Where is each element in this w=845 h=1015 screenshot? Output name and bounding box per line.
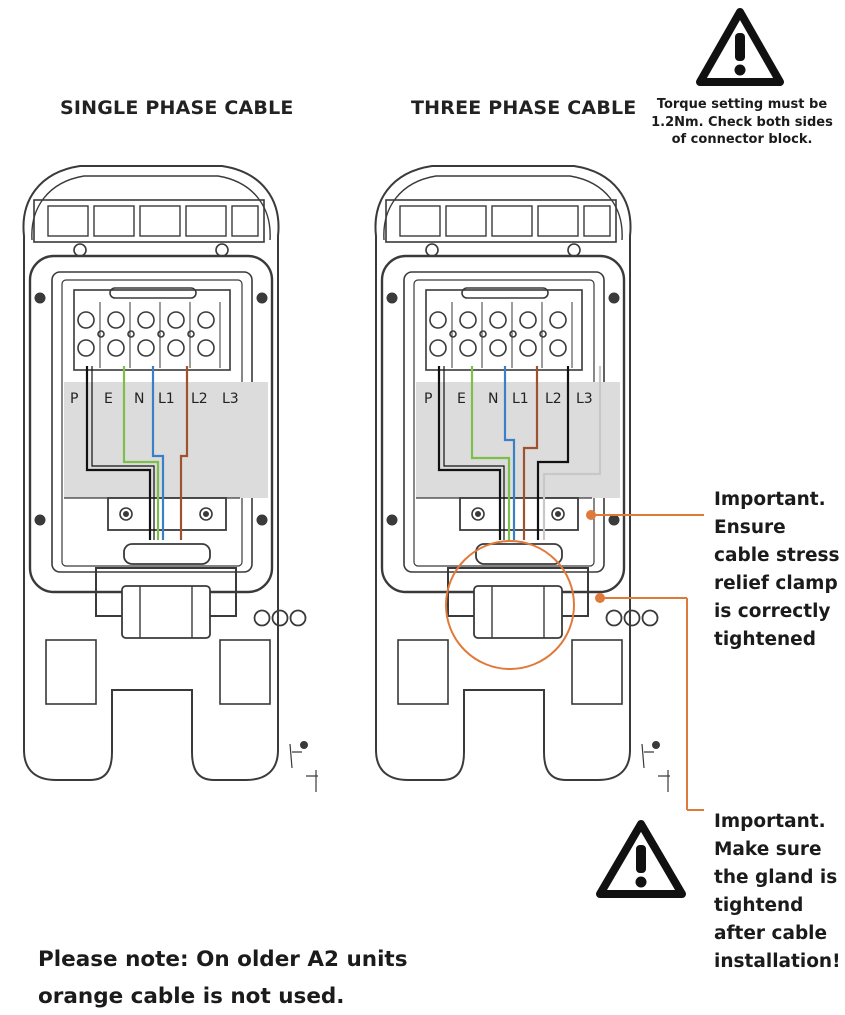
terminal-label: L2 xyxy=(545,391,562,407)
terminal-label: L3 xyxy=(222,391,239,407)
torque-note: Torque setting must be 1.2Nm. Check both… xyxy=(651,97,833,147)
warning-triangle-icon xyxy=(696,8,784,86)
terminal-label: P xyxy=(424,391,432,407)
terminal-label: L1 xyxy=(158,391,175,407)
terminal-label: L3 xyxy=(576,391,593,407)
warning-triangle-icon xyxy=(596,820,686,898)
terminal-label: L2 xyxy=(191,391,208,407)
gland-note: Important. Make sure the gland is tighte… xyxy=(714,811,841,972)
terminal-label: N xyxy=(134,391,144,407)
terminal-label: N xyxy=(488,391,498,407)
three-phase-title: THREE PHASE CABLE xyxy=(411,97,637,119)
terminal-label: P xyxy=(70,391,78,407)
terminal-label: L1 xyxy=(512,391,529,407)
bottom-note: Please note: On older A2 units orange ca… xyxy=(38,947,408,1009)
terminal-label: E xyxy=(457,391,466,407)
terminal-label: E xyxy=(104,391,113,407)
clamp-note: Important. Ensure cable stress relief cl… xyxy=(714,489,840,650)
single-phase-title: SINGLE PHASE CABLE xyxy=(60,97,294,119)
